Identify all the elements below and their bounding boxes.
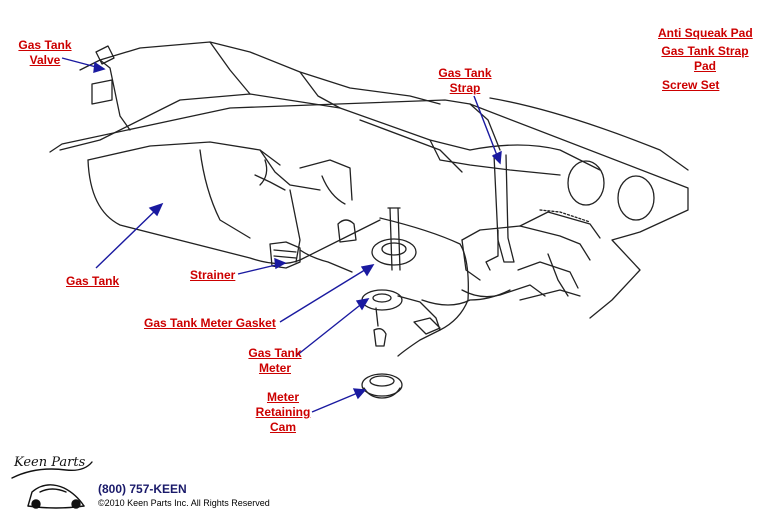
arrow-gas-tank-valve: [61, 57, 106, 73]
copyright-text: ©2010 Keen Parts Inc. All Rights Reserve…: [98, 498, 270, 508]
fuel-line: [379, 217, 469, 357]
label-retaining-cam-line1: Meter: [266, 390, 299, 404]
label-gas-tank-strap-pad-line2: Pad: [693, 59, 716, 73]
strap: [493, 154, 515, 263]
arrow-gas-tank: [95, 202, 164, 269]
arrow-strainer: [237, 257, 287, 275]
label-gas-tank-strap-pad[interactable]: Gas Tank Strap Pad: [656, 44, 754, 74]
label-gas-tank-meter-line1: Gas Tank: [248, 346, 302, 360]
label-gas-tank-valve-line2: Valve: [29, 53, 61, 67]
label-screw-set[interactable]: Screw Set: [662, 78, 720, 92]
label-anti-squeak-pad[interactable]: Anti Squeak Pad: [658, 26, 753, 40]
keen-parts-logo: Keen Parts: [11, 455, 93, 509]
label-gas-tank-meter-line2: Meter: [258, 361, 291, 375]
label-gas-tank-strap[interactable]: Gas Tank Strap: [434, 66, 496, 96]
label-strainer[interactable]: Strainer: [190, 268, 236, 282]
rear-panel: [489, 97, 689, 171]
arrow-meter-gasket: [279, 264, 375, 323]
label-gas-tank-valve-line1: Gas Tank: [18, 38, 72, 52]
label-gas-tank[interactable]: Gas Tank: [66, 274, 120, 288]
label-gas-tank-meter[interactable]: Gas Tank Meter: [244, 346, 306, 376]
arrow-retaining-cam: [311, 388, 367, 413]
logo-text: Keen Parts: [13, 455, 86, 470]
label-retaining-cam[interactable]: Meter Retaining Cam: [250, 390, 316, 435]
label-gas-tank-valve[interactable]: Gas Tank Valve: [14, 38, 76, 68]
arrow-strap: [473, 95, 502, 165]
valve-shape: [95, 45, 115, 65]
label-gas-tank-strap-line2: Strap: [449, 81, 481, 95]
tail-light-right: [617, 175, 655, 221]
retaining-cam: [361, 373, 403, 397]
tail-light-left: [567, 160, 605, 206]
phone-number: (800) 757-KEEN: [98, 482, 187, 496]
tank-upper-shelf: [99, 41, 441, 105]
label-gas-tank-strap-line1: Gas Tank: [438, 66, 492, 80]
tank-body: [87, 159, 381, 265]
arrow-gas-tank-meter: [295, 298, 370, 357]
label-gas-tank-strap-pad-line1: Gas Tank Strap: [661, 44, 749, 58]
strainer-shape: [269, 241, 301, 269]
tank-flange: [49, 99, 689, 319]
label-retaining-cam-line3: Cam: [269, 420, 296, 434]
label-meter-gasket[interactable]: Gas Tank Meter Gasket: [144, 316, 276, 330]
label-retaining-cam-line2: Retaining: [255, 405, 311, 419]
meter-gasket: [371, 238, 417, 266]
